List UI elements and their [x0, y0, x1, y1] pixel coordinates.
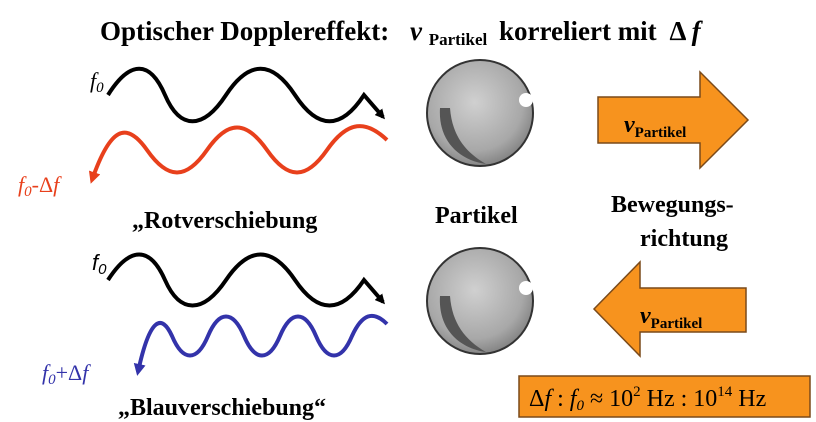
top-f0-label: f0 [90, 68, 104, 96]
title: Optischer Dopplereffekt: v Partikel korr… [100, 16, 704, 51]
direction-label-line1: Bewegungs- [611, 192, 734, 218]
title-f: f [692, 16, 704, 46]
direction-label-line2: richtung [640, 226, 728, 252]
top-f0-minus-df-label: f0-Δf [18, 172, 62, 200]
velocity-arrow-right: vPartikel [598, 72, 748, 168]
velocity-arrow-left: vPartikel [594, 262, 746, 356]
redshift-label: „Rotverschiebung [132, 208, 317, 234]
top-incoming-wave [108, 69, 383, 122]
title-middle: korreliert mit [499, 16, 657, 46]
title-v-sub: Partikel [429, 30, 488, 49]
bottom-f0-label: f0 [92, 250, 107, 278]
frequency-ratio-box: Δf : f0 ≈ 102 Hz : 1014 Hz [519, 376, 810, 417]
title-v: v [410, 16, 423, 46]
particle-top [427, 60, 533, 166]
title-prefix: Optischer Dopplereffekt: [100, 16, 389, 46]
particle-label: Partikel [435, 203, 518, 229]
bottom-incoming-wave [108, 255, 383, 306]
bottom-reflected-wave [138, 316, 387, 372]
bottom-f0-plus-df-label: f0+Δf [42, 360, 91, 388]
top-reflected-wave [92, 126, 387, 180]
title-delta: Δ [669, 16, 686, 46]
particle-bottom [427, 248, 533, 354]
blueshift-label: „Blauverschiebung“ [118, 395, 326, 421]
